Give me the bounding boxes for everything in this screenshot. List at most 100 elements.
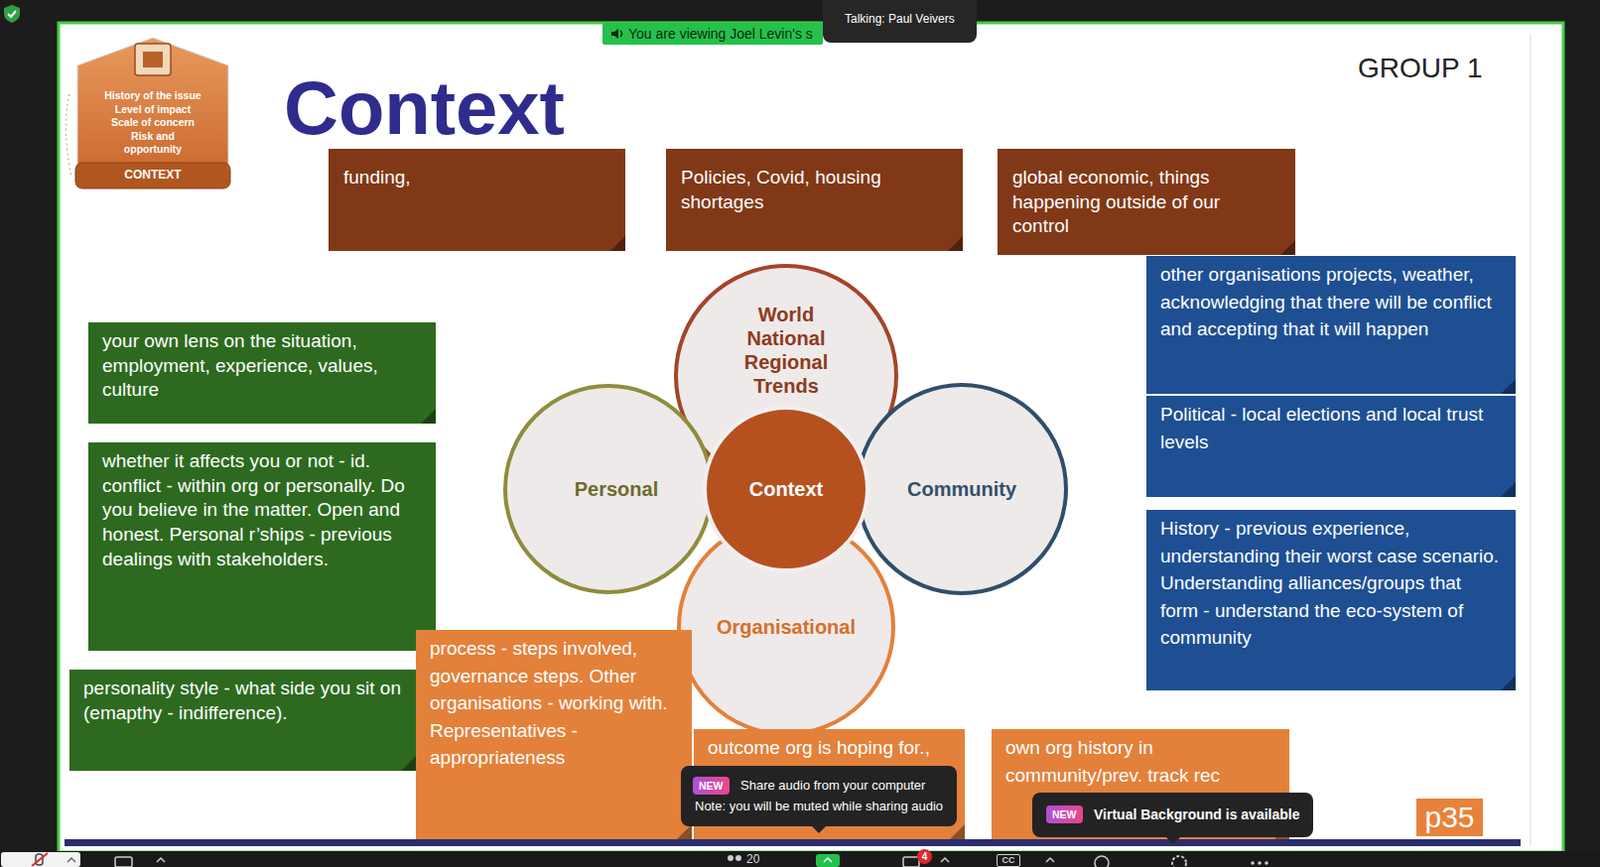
node-text: World National Regional Trends (730, 302, 842, 399)
more-dot (1250, 861, 1255, 866)
page-fold (676, 824, 692, 840)
slide-edge (1530, 33, 1532, 847)
page-fold (949, 824, 965, 840)
note-box: Political - local elections and local tr… (1146, 396, 1516, 498)
node-text: whether it affects you or not - id. conf… (102, 449, 422, 573)
node-text: 4 (917, 849, 933, 865)
shield-icon (3, 4, 20, 23)
node-text: Policies, Covid, housing shortages (680, 165, 949, 215)
node-text: Talking: Paul Veivers (844, 11, 955, 26)
badge-icon-art (142, 51, 163, 68)
node-text: own org history in community/prev. track… (1005, 734, 1276, 790)
node-text: History - previous experience, understan… (1160, 515, 1502, 653)
page-number: p35 (1416, 799, 1483, 837)
group-label: GROUP 1 (1357, 54, 1483, 83)
badge-icon (134, 43, 171, 76)
page-fold (1500, 379, 1516, 395)
talking-indicator: Talking: Paul Veivers (822, 0, 977, 43)
node-text: Note: you will be muted while sharing au… (694, 796, 943, 817)
node-text: Personal (574, 477, 659, 502)
node-text: Scale of concern (78, 116, 228, 131)
tooltip: Share audio from your computerNote: you … (680, 766, 957, 827)
participant-count: 20 (746, 852, 760, 867)
new-badge: NEW (1046, 805, 1083, 824)
page-fold (610, 236, 626, 252)
participants-icon (727, 855, 734, 862)
more-dot (1257, 861, 1262, 866)
participants-icon (735, 855, 742, 862)
reactions-icon (1094, 856, 1109, 867)
node-text: Organisational (716, 615, 856, 640)
node-text: Context (749, 477, 823, 502)
toolbar (0, 851, 1600, 867)
petal-outline (505, 386, 712, 593)
more-dot (1264, 861, 1269, 866)
viewing-banner: You are viewing Joel Levin's s (602, 22, 823, 45)
menu-caret (1046, 858, 1055, 863)
node-text: Virtual Background is available (1093, 804, 1300, 826)
menu-caret (67, 858, 76, 863)
share-arrow (823, 858, 832, 863)
node-text: You are viewing Joel Levin's s (628, 22, 813, 45)
mute-slash (31, 853, 48, 867)
node-text: Risk and opportunity (105, 130, 201, 157)
slide-bottom-band (64, 839, 1521, 847)
captions-button: CC (996, 854, 1021, 867)
node-text: personality style - what side you sit on… (83, 676, 402, 726)
page-fold (947, 236, 963, 252)
node-text: global economic, things happening outsid… (1012, 165, 1282, 240)
speaker-wave (620, 30, 623, 37)
mic-button (0, 852, 81, 867)
node-text: your own lens on the situation, employme… (102, 329, 422, 403)
node-text: CC (997, 855, 1020, 866)
hub-fill (704, 407, 868, 571)
tooltip: Virtual Background is available NEW (1032, 793, 1314, 838)
shared-screen-frame (58, 22, 1564, 853)
node-text: Political - local elections and local tr… (1160, 400, 1502, 456)
page-fold (420, 408, 436, 424)
node-text: outcome org is hoping for., (707, 734, 951, 763)
context-badge: History of the issueLevel of impactScale… (73, 35, 233, 191)
note-box: global economic, things happening outsid… (997, 148, 1296, 256)
page-fold (400, 756, 416, 772)
petal-outline (857, 385, 1067, 594)
note-box: personality style - what side you sit on… (69, 669, 416, 772)
dotted-guide (65, 94, 72, 177)
new-badge: NEW (692, 777, 730, 796)
shield-check (7, 10, 16, 17)
node-text: Share audio from your computer (740, 775, 943, 797)
node-text: Community (907, 477, 1017, 502)
note-box: funding, (328, 148, 626, 252)
node-text: NEW (698, 779, 724, 794)
page-fold (1500, 482, 1516, 498)
node-text: CONTEXT (73, 165, 233, 184)
share-button (815, 854, 840, 867)
hub-circle: Context (702, 405, 870, 573)
page-fold (1280, 240, 1296, 256)
speaker-icon (611, 28, 619, 39)
note-box: whether it affects you or not - id. conf… (88, 442, 436, 652)
node-text: process - steps involved, governance ste… (429, 635, 678, 773)
note-box: other organisations projects, weather, a… (1146, 256, 1516, 395)
menu-caret (156, 858, 165, 863)
note-box: History - previous experience, understan… (1146, 510, 1516, 691)
node-text: NEW (1052, 807, 1077, 822)
note-box: process - steps involved, governance ste… (415, 630, 692, 840)
camera-icon (115, 857, 133, 867)
page-fold (1500, 675, 1516, 691)
note-box: your own lens on the situation, employme… (88, 322, 436, 424)
unread-badge: 4 (917, 849, 933, 865)
petal-circle: Community (854, 382, 1069, 597)
node-outline (610, 27, 625, 40)
settings-icon (1172, 856, 1187, 867)
petal-circle: Personal (502, 383, 715, 596)
node-text: other organisations projects, weather, a… (1160, 261, 1502, 344)
node-text: History of the issue (78, 89, 228, 104)
slide-title: Context (283, 70, 565, 146)
menu-caret (940, 858, 949, 863)
note-box: Policies, Covid, housing shortages (666, 148, 963, 252)
node-text: Level of impact (78, 103, 228, 118)
node-text: funding, (343, 165, 612, 191)
